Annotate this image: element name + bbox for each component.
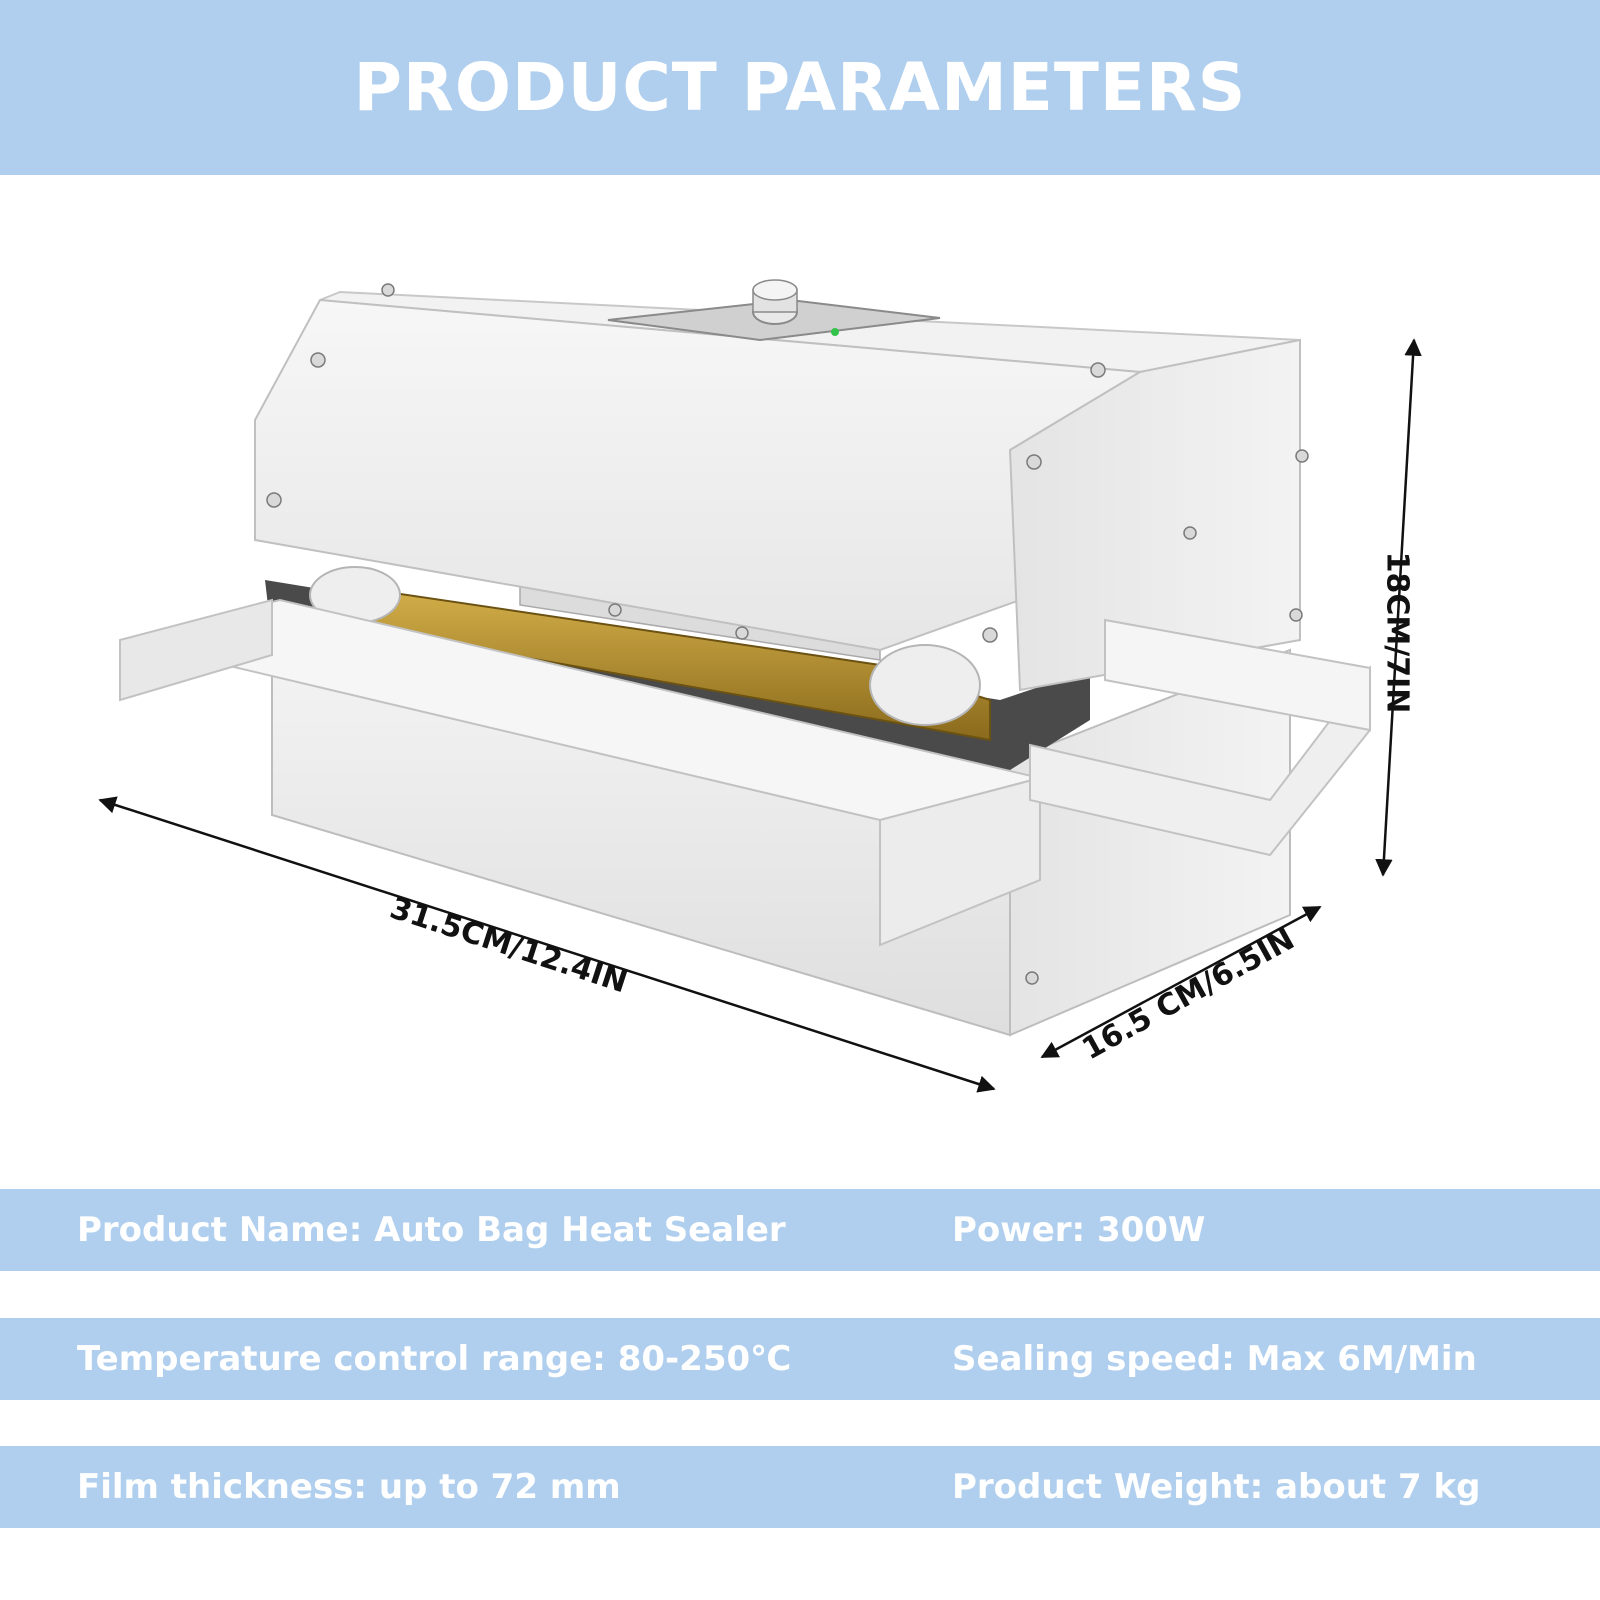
heat-sealer-image xyxy=(98,279,1422,1093)
page-title: PRODUCT PARAMETERS xyxy=(353,49,1247,126)
spec-temperature-range: Temperature control range: 80-250℃ xyxy=(77,1339,792,1379)
product-illustration-area: 31.5CM/12.4IN 16.5 CM/6.5IN 18CM/7IN xyxy=(0,175,1600,1190)
spec-product-weight: Product Weight: about 7 kg xyxy=(952,1467,1481,1507)
length-dimension-line xyxy=(98,796,996,1093)
header-banner: PRODUCT PARAMETERS xyxy=(0,0,1600,175)
spec-row-3: Film thickness: up to 72 mm Product Weig… xyxy=(0,1446,1600,1528)
screws xyxy=(266,283,1309,985)
depth-dimension-line xyxy=(1040,905,1322,1059)
spec-sealing-speed: Sealing speed: Max 6M/Min xyxy=(952,1339,1477,1379)
height-dimension-label: 18CM/7IN xyxy=(1379,551,1415,714)
height-dimension-line xyxy=(1375,338,1422,877)
indicator-light xyxy=(831,328,839,336)
spec-film-thickness: Film thickness: up to 72 mm xyxy=(77,1467,621,1507)
spec-row-1: Product Name: Auto Bag Heat Sealer Power… xyxy=(0,1189,1600,1271)
spec-row-2: Temperature control range: 80-250℃ Seali… xyxy=(0,1318,1600,1400)
spec-product-name: Product Name: Auto Bag Heat Sealer xyxy=(77,1210,786,1250)
right-tray-wall xyxy=(1104,618,1371,732)
right-roller xyxy=(869,644,981,726)
spec-power: Power: 300W xyxy=(952,1210,1206,1250)
left-tray-lip xyxy=(119,598,273,702)
